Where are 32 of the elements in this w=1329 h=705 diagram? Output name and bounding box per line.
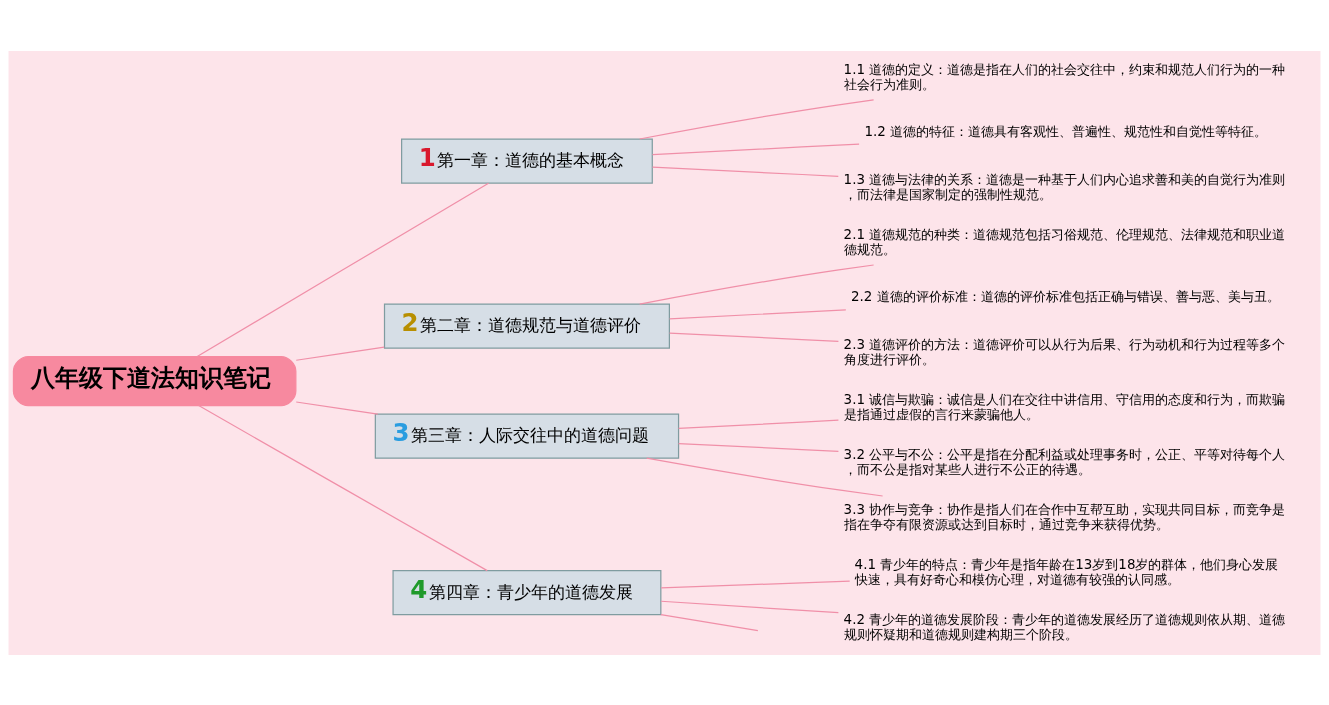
connector (669, 331, 839, 342)
connector (660, 580, 851, 588)
node-box: 八年级下道法知识笔记 (12, 355, 297, 406)
node-text: 4.1 青少年的特点：青少年是指年龄在13岁到18岁的群体，他们身心发展快速，具有好奇心和模仿心理，对道德有较强的认同感。 (854, 556, 1279, 587)
connector (639, 98, 875, 140)
node-text: 3.1 诚信与欺骗：诚信是人们在交往中讲信用、守信用的态度和行为，而欺骗是指通过虚假的言行来蒙骗他人。 (843, 391, 1286, 422)
connector (660, 613, 759, 631)
node-text: 1.2 道德的特征：道德具有客观性、普遍性、规范性和自觉性等特征。 (864, 123, 1268, 139)
node-text: 2.3 道德评价的方法：道德评价可以从行为后果、行为动机和行为过程等多个角度进行评价。 (843, 336, 1286, 367)
connector (660, 600, 839, 613)
node-text: 4.2 青少年的道德发展阶段：青少年的道德发展经历了道德规则依从期、道德规则怀疑期和道德规则建构期三个阶段。 (843, 611, 1286, 642)
connector (295, 400, 379, 415)
connector (198, 404, 488, 571)
node-text: 3.2 公平与不公：公平是指在分配利益或处理事务时，公正、平等对待每个人，而不公是指对某些人进行不公正的待遇。 (843, 446, 1286, 477)
node-text: 2.2 道德的评价标准：道德的评价标准包括正确与错误、善与恶、美与丑。 (850, 288, 1280, 304)
connector (196, 182, 490, 357)
connector (651, 142, 860, 155)
node-text: 1.1 道德的定义：道德是指在人们的社会交往中，约束和规范人们行为的一种社会行为准则。 (843, 61, 1286, 92)
connector (639, 263, 875, 305)
connector (669, 308, 847, 319)
connector (677, 442, 840, 452)
node-text: 3.3 协作与竞争：协作是指人们在合作中互帮互助，实现共同目标，而竞争是指在争夺有限资源或达到目标时，通过竞争来获得优势。 (843, 501, 1286, 532)
connector (651, 166, 839, 177)
connector (295, 346, 385, 361)
node-box: 1第一章：道德的基本概念 (401, 137, 653, 184)
node-text: 1.3 道德与法律的关系：道德是一种基于人们内心追求善和美的自觉行为准则，而法律是国家制定的强制性规范。 (843, 171, 1286, 202)
node-text: 2.1 道德规范的种类：道德规范包括习俗规范、伦理规范、法律规范和职业道德规范。 (843, 226, 1286, 257)
node-box: 4第四章：青少年的道德发展 (392, 569, 662, 615)
node-box: 3第三章：人际交往中的道德问题 (374, 413, 680, 459)
connector (646, 457, 884, 497)
node-box: 2第二章：道德规范与道德评价 (383, 302, 670, 349)
connector (677, 419, 840, 429)
